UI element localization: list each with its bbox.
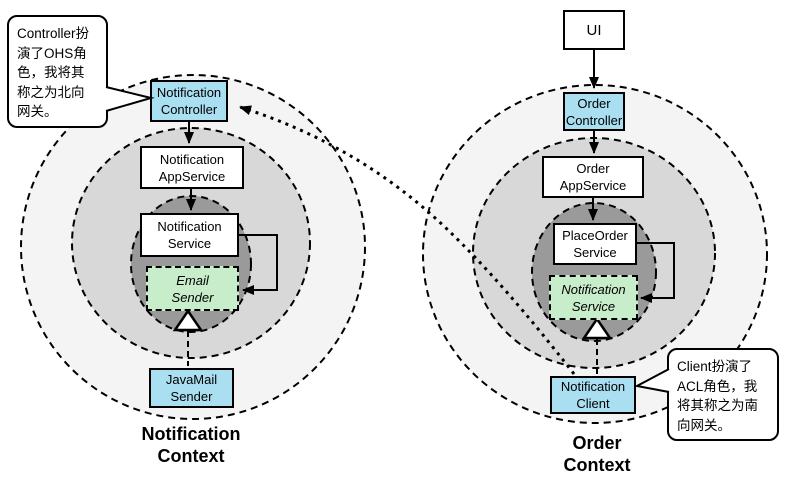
arrow-placeorder-to-notifservice-loop — [637, 242, 675, 303]
realization-triangle-icon-right — [581, 316, 613, 340]
callout-tail-icon-left — [105, 86, 155, 112]
node-notification-client: Notification Client — [550, 376, 636, 414]
node-ui: UI — [563, 10, 625, 50]
node-javamail-sender: JavaMail Sender — [149, 368, 234, 408]
node-notification-service: Notification Service — [140, 213, 239, 257]
node-notification-service-abstraction: Notification Service — [549, 275, 638, 320]
arrow-service-to-emailsender-loop — [238, 234, 278, 295]
node-email-sender: Email Sender — [146, 266, 239, 311]
node-notification-controller: Notification Controller — [150, 80, 228, 122]
callout-south-gateway: Client扮演了 ACL角色，我 将其称之为南 向网关。 — [667, 348, 779, 441]
order-context-label: Order Context — [563, 433, 631, 475]
notification-context-label: Notification Context — [141, 424, 241, 466]
node-placeorder-service: PlaceOrder Service — [553, 223, 637, 265]
node-order-controller: Order Controller — [563, 92, 625, 131]
callout-north-gateway: Controller扮 演了OHS角 色，我将其 称之为北向 网关。 — [7, 15, 108, 128]
node-order-appservice: Order AppService — [542, 156, 644, 198]
callout-tail-icon-right — [634, 368, 670, 393]
node-notification-appservice: Notification AppService — [140, 146, 244, 189]
realization-triangle-icon-left — [172, 308, 204, 332]
